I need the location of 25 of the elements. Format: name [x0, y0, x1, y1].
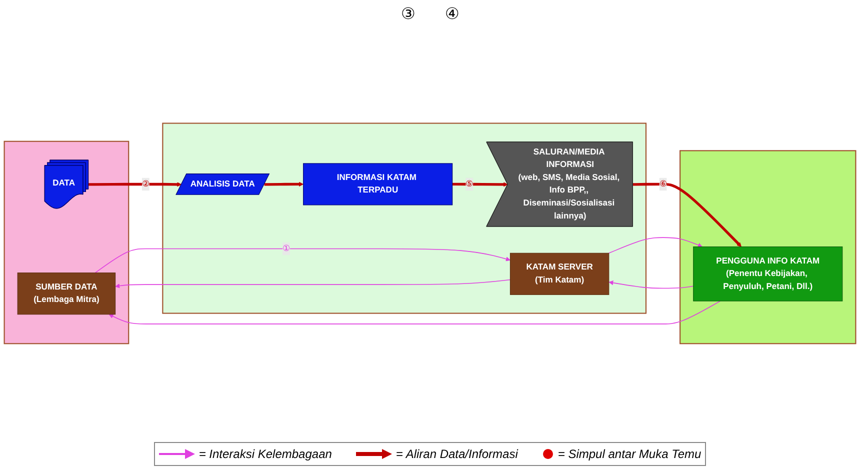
cluster	[162, 122, 647, 314]
arrow	[115, 278, 511, 288]
edge-label: ②	[142, 178, 150, 188]
arrow	[608, 236, 702, 254]
node-box: INFORMASI KATAM TERPADU	[303, 162, 453, 205]
cluster	[680, 150, 856, 344]
step-number: ③	[401, 5, 415, 24]
edge-label: ⑤	[466, 178, 474, 188]
legend-text: = Simpul antar Muka Temu	[558, 447, 702, 461]
arrow	[632, 182, 742, 247]
legend-text: = Interaksi Kelembagaan	[198, 447, 332, 461]
node-box: SUMBER DATA (Lembaga Mitra)	[17, 272, 116, 314]
arrow	[452, 182, 508, 186]
edge-label: ①	[282, 244, 290, 253]
arrow	[88, 182, 182, 186]
cluster	[4, 140, 130, 344]
edge-label: ⑥	[659, 178, 667, 188]
arrow	[94, 248, 510, 273]
node-box: PENGGUNA INFO KATAM (Penentu Kebijakan, Penyuluh, Petani, Dll.)	[693, 246, 843, 301]
node-box: KATAM SERVER (Tim Katam)	[510, 252, 610, 294]
step-number: ④	[445, 5, 459, 24]
arrow	[108, 300, 721, 324]
arrow	[608, 280, 694, 288]
legend-text: = Aliran Data/Informasi	[396, 447, 518, 461]
arrow	[264, 181, 304, 186]
